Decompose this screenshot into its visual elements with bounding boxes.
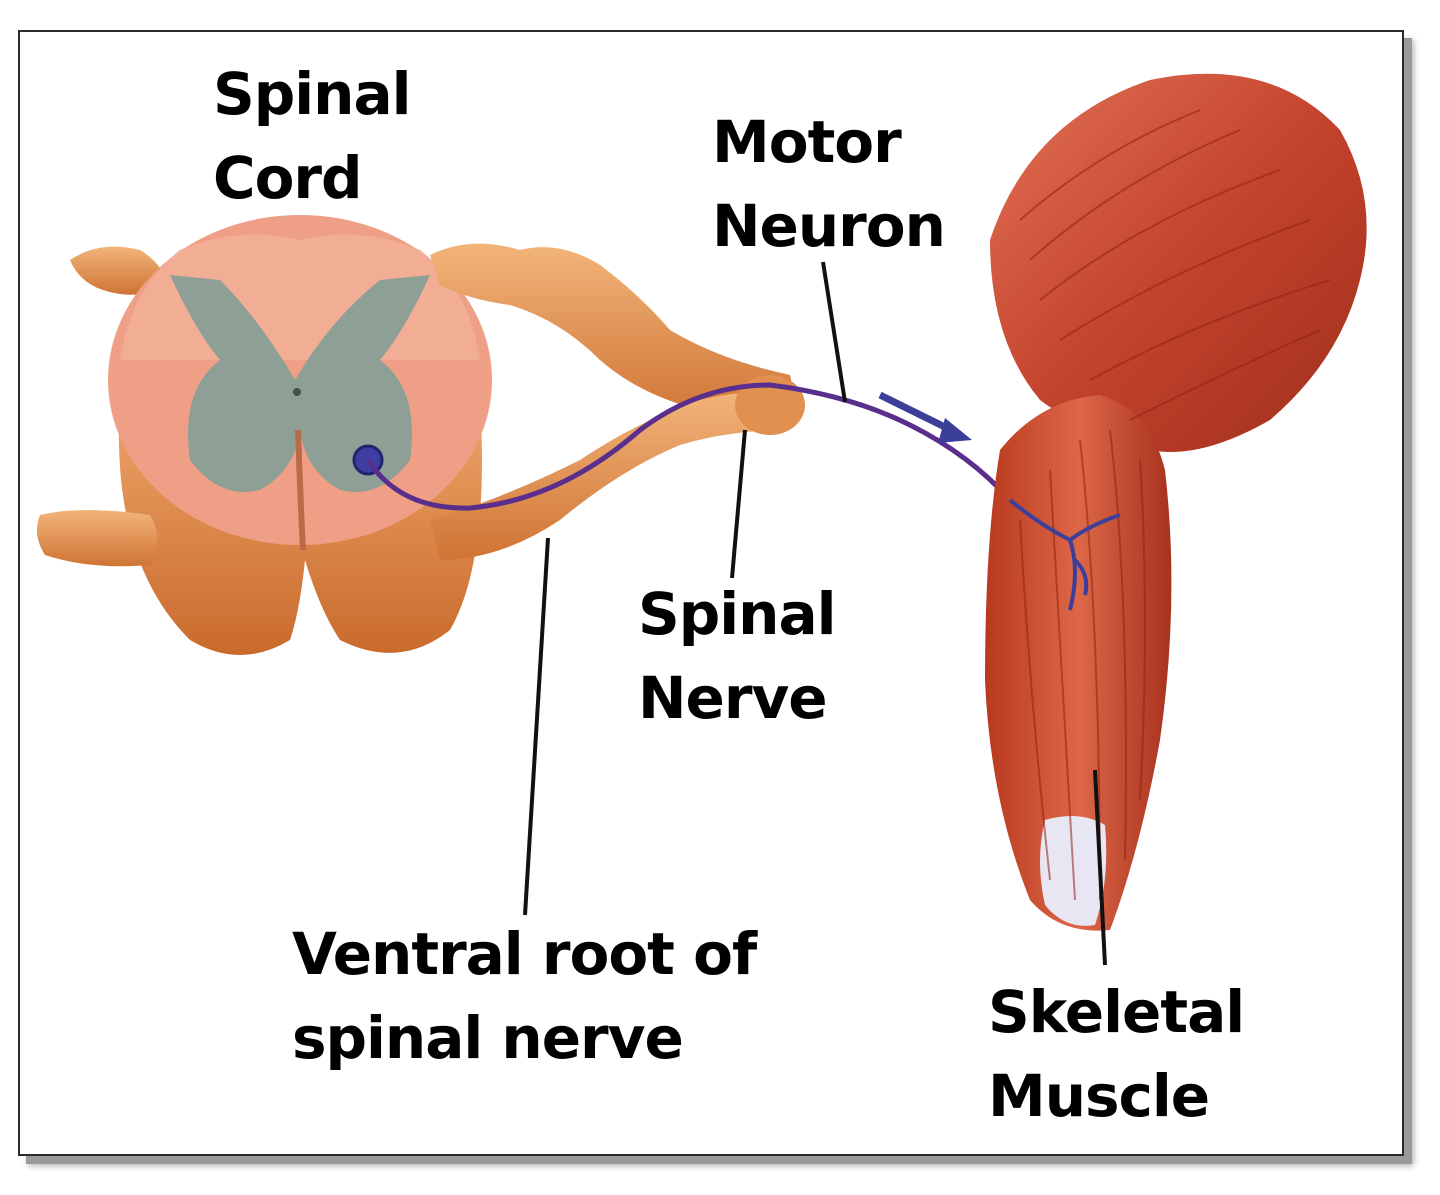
signal-direction-arrow [878,391,972,443]
muscle-lower-belly [985,395,1172,931]
spinal-nerve-trunk [735,375,805,435]
right-ventral-root [430,392,800,560]
left-ventral-root [36,510,158,567]
label-spinal-cord: Spinal Cord [213,60,411,212]
skeletal-muscle-leader [1093,769,1107,966]
right-dorsal-root-with-ganglion [430,243,800,424]
spinal-cord [36,215,492,655]
motor-neuron-axon [365,382,1012,511]
muscle-upper-belly [990,73,1367,452]
spinal-cord-dorsal-surface [120,234,480,360]
leader-lines [523,261,1107,966]
skeletal-muscle [985,73,1367,931]
ventral-root-leader [523,537,550,916]
spinal-cord-grey-matter [170,275,430,492]
motor-neuron-leader [821,261,847,403]
label-motor-neuron: Motor Neuron [712,108,946,260]
axon-terminal-branches [1008,498,1121,611]
spinal-nerve-leader [730,429,747,579]
label-ventral-root: Ventral root of spinal nerve [292,920,757,1072]
ventral-fissure [295,429,306,551]
central-canal [293,388,301,396]
label-spinal-nerve: Spinal Nerve [638,580,836,732]
spinal-nerve [430,243,805,560]
label-skeletal-muscle: Skeletal Muscle [988,978,1245,1130]
